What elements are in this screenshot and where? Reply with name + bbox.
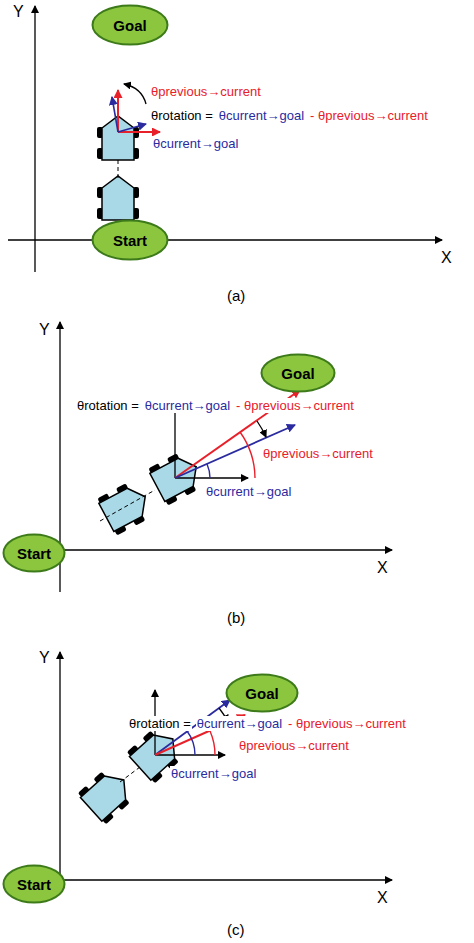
ellipse-node: Goal <box>225 673 299 713</box>
axis-label: Y <box>38 322 51 337</box>
formula-term: - θprevious→current <box>309 108 429 123</box>
panel-caption: (b) <box>226 610 246 625</box>
axis-label: X <box>376 560 389 575</box>
formula-term: θrotation = <box>76 398 140 413</box>
formula-term: θrotation = <box>150 108 214 123</box>
node-label: Start <box>17 545 51 562</box>
angle-label: θprevious→current <box>150 84 262 99</box>
panel-c-figure <box>30 652 392 892</box>
angle-label: θcurrent→goal <box>205 484 292 499</box>
rotation-formula: θrotation = θcurrent→goal - θprevious→curr… <box>76 398 355 413</box>
angle-label: θprevious→current <box>238 738 350 753</box>
formula-term: θrotation = <box>128 716 192 731</box>
panel-a-figure <box>8 6 442 272</box>
node-label: Start <box>113 232 147 249</box>
angle-label: θcurrent→goal <box>170 766 257 781</box>
axis-label: X <box>376 890 389 905</box>
node-label: Goal <box>245 685 278 702</box>
axis-label: Y <box>38 650 51 665</box>
axis-label: Y <box>12 4 25 19</box>
formula-term: - θprevious→current <box>287 716 407 731</box>
panel-caption: (c) <box>226 922 246 937</box>
ellipse-node: Goal <box>260 353 336 393</box>
ellipse-node: Start <box>2 864 66 904</box>
angle-label: θcurrent→goal <box>152 136 239 151</box>
formula-term: - θprevious→current <box>235 398 355 413</box>
rotation-formula: θrotation = θcurrent→goal - θprevious→curr… <box>128 716 407 731</box>
node-label: Start <box>17 876 51 893</box>
angle-label: θprevious→current <box>262 446 374 461</box>
axis-label: X <box>440 250 453 265</box>
node-label: Goal <box>113 17 146 34</box>
panel-b-figure <box>30 322 392 592</box>
formula-term: θcurrent→goal <box>218 108 305 123</box>
ellipse-node: Goal <box>91 4 169 46</box>
node-label: Goal <box>281 365 314 382</box>
rotation-formula: θrotation = θcurrent→goal - θprevious→curr… <box>150 108 429 123</box>
ellipse-node: Start <box>91 219 169 261</box>
formula-term: θcurrent→goal <box>196 716 283 731</box>
formula-term: θcurrent→goal <box>144 398 231 413</box>
panel-caption: (a) <box>226 288 246 303</box>
ellipse-node: Start <box>2 533 66 573</box>
